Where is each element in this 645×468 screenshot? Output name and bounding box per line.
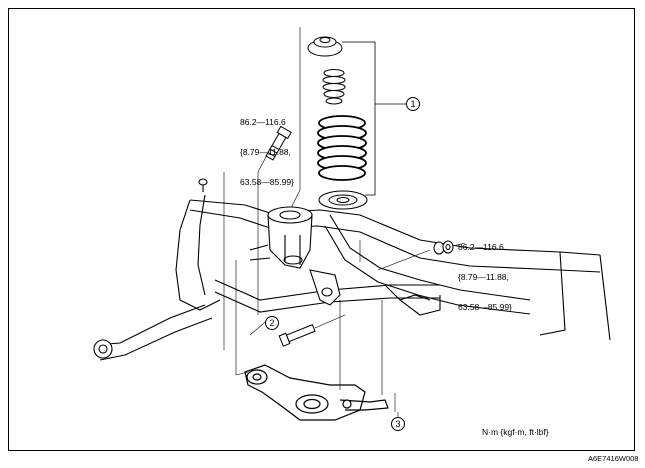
torque-upper-line-2: {8.79—11.88, bbox=[240, 147, 291, 157]
knuckle bbox=[249, 206, 341, 306]
assembly-guide-lines bbox=[223, 172, 383, 395]
callout-2: 2 bbox=[265, 316, 279, 330]
callout-1: 1 bbox=[406, 97, 420, 111]
bump-stopper bbox=[322, 69, 346, 105]
lower-arm bbox=[244, 364, 399, 421]
torque-right-line-1: 86.2—116.6 bbox=[458, 242, 504, 252]
torque-right-line-3: 63.58—85.99} bbox=[458, 302, 512, 312]
figure-code: A6E7416W008 bbox=[588, 454, 639, 463]
diagram-frame bbox=[8, 8, 635, 451]
coil-spring bbox=[317, 115, 367, 181]
lower-bolt bbox=[278, 314, 346, 347]
torque-label-right: 86.2—116.6 {8.79—11.88, 63.58—85.99} bbox=[458, 222, 512, 322]
callout-3: 3 bbox=[391, 417, 405, 431]
torque-right-line-2: {8.79—11.88, bbox=[458, 272, 509, 282]
units-note: N·m {kgf·m, ft·lbf} bbox=[482, 427, 549, 437]
torque-upper-line-1: 86.2—116.6 bbox=[240, 117, 286, 127]
torque-upper-line-3: 63.58—85.99} bbox=[240, 177, 294, 187]
upper-bolt bbox=[257, 125, 292, 173]
torque-label-upper: 86.2—116.6 {8.79—11.88, 63.58—85.99} bbox=[240, 97, 294, 197]
right-nut bbox=[377, 240, 466, 271]
coil-spring-assembly bbox=[289, 27, 407, 211]
spring-lower-seat bbox=[318, 190, 368, 210]
